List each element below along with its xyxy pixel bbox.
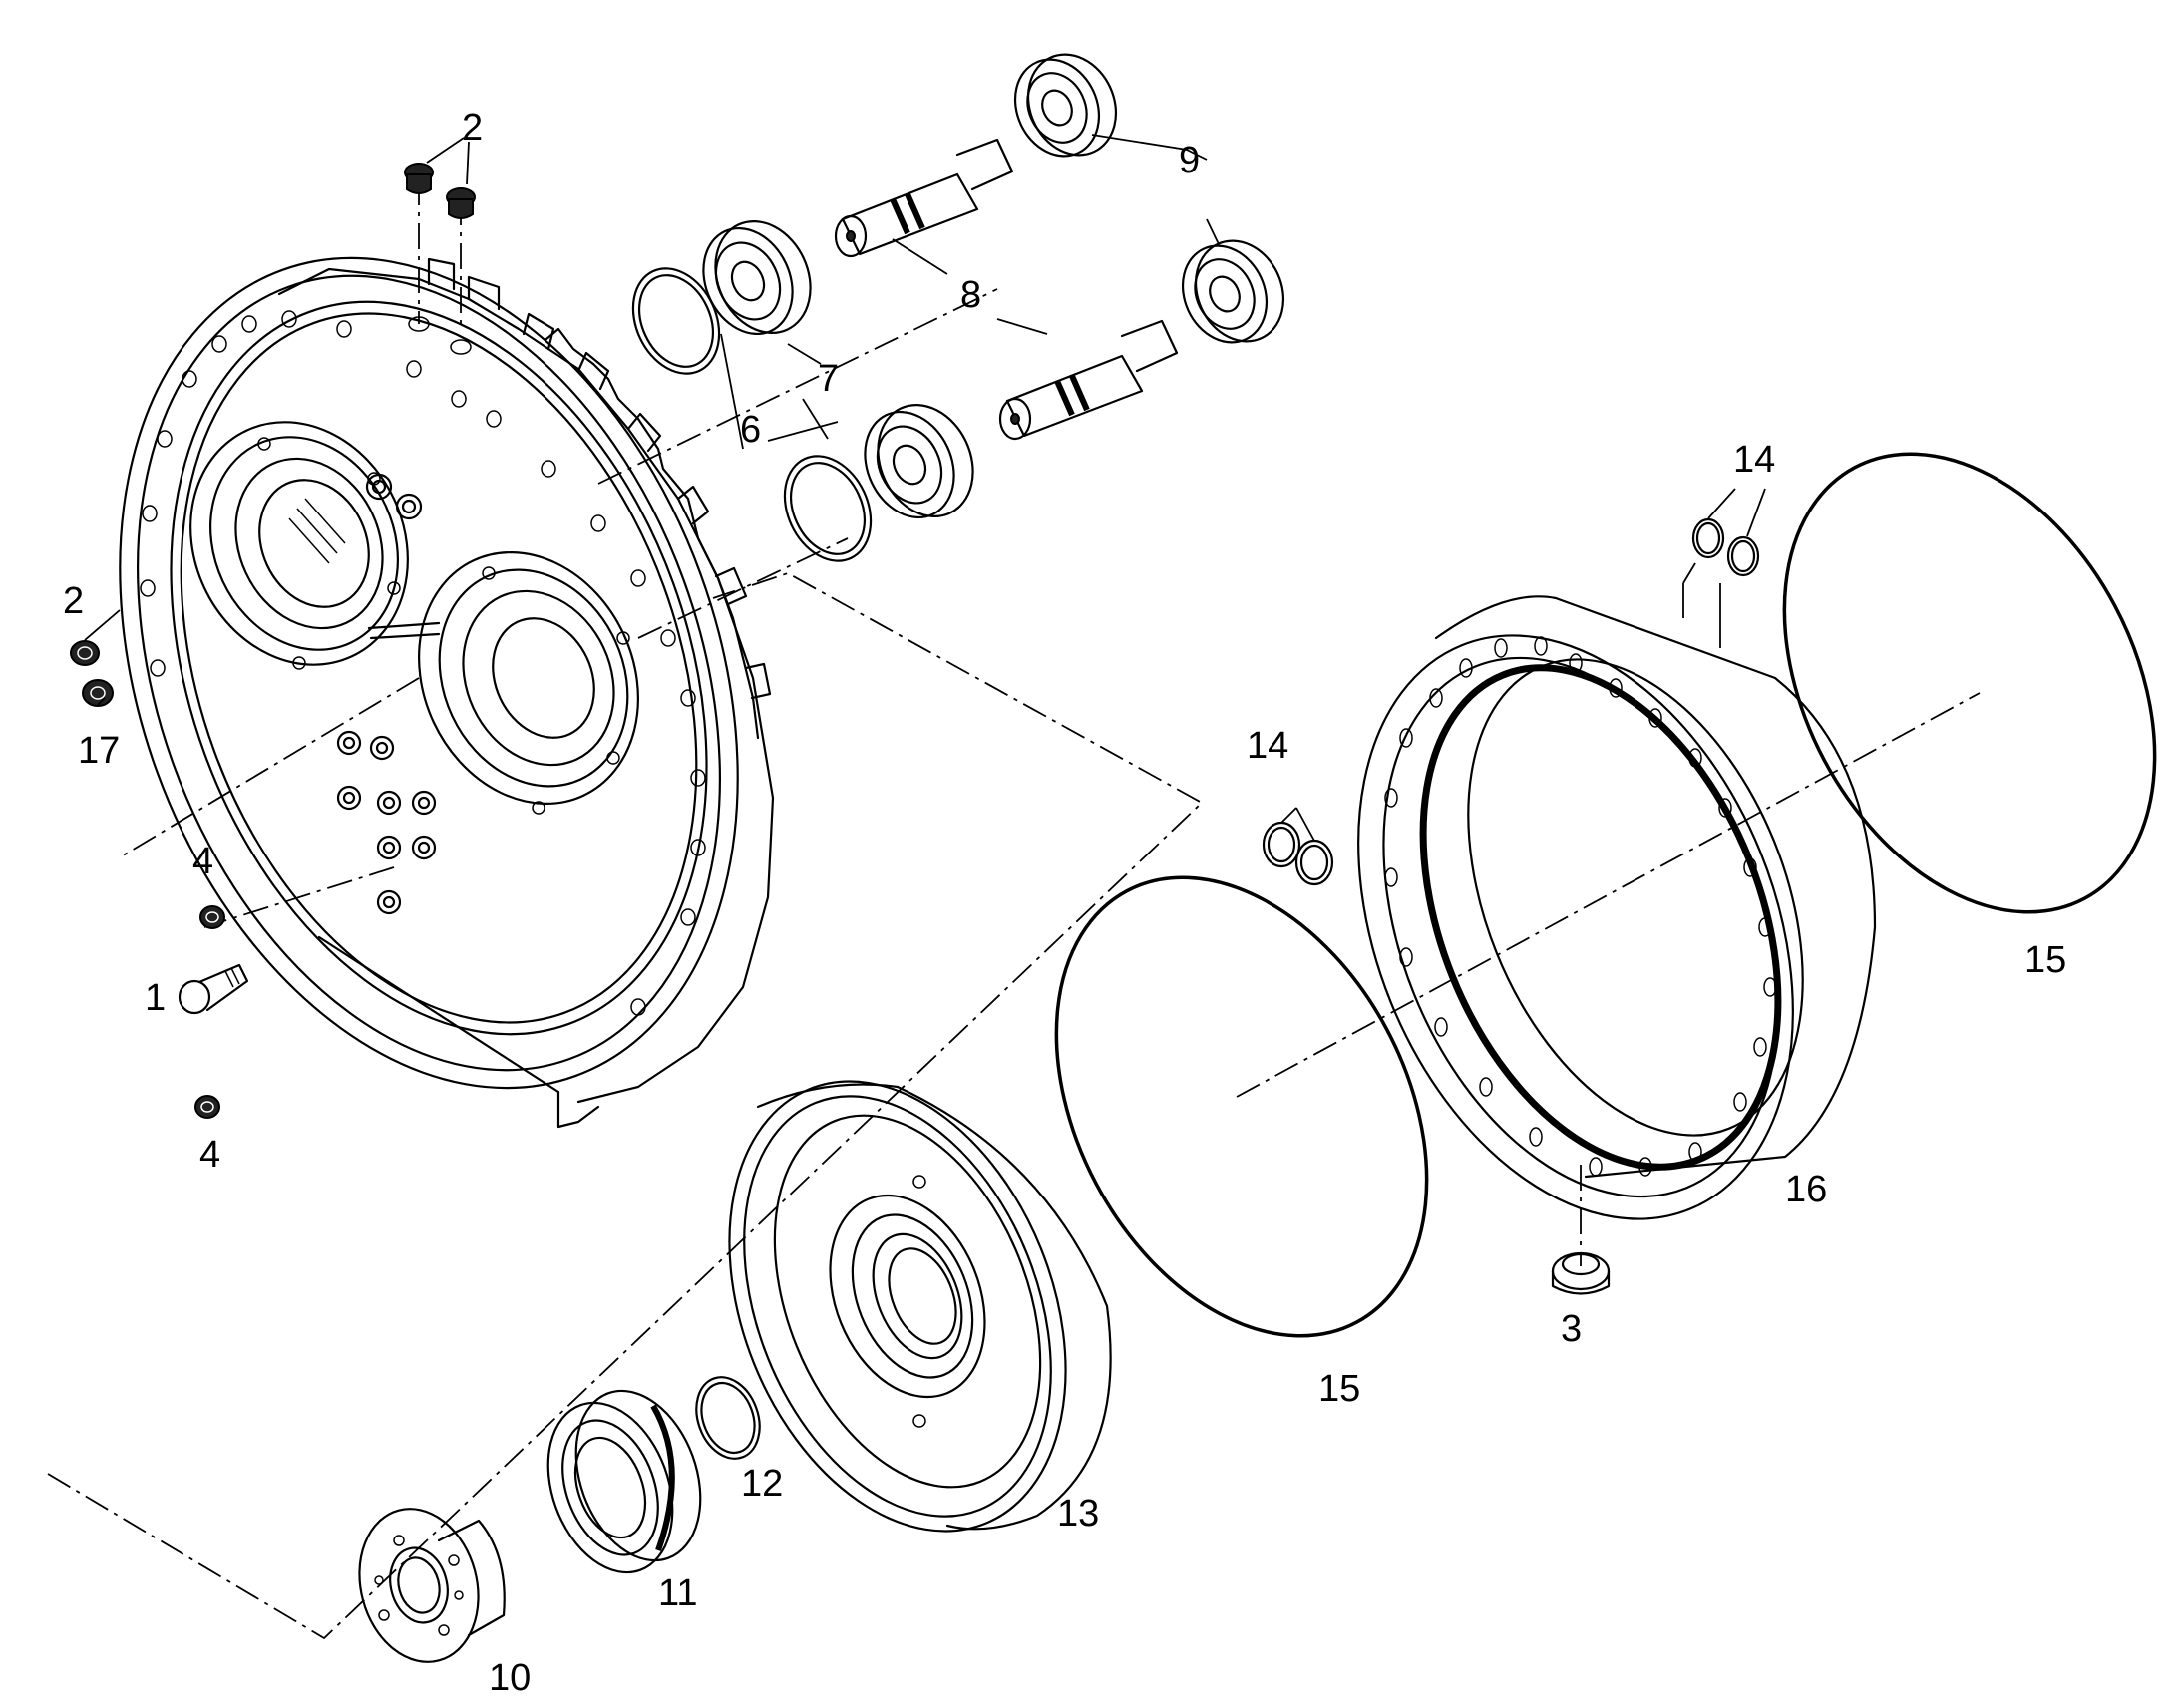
callout-11: 11 [658,1572,697,1614]
callout-7: 7 [818,358,839,400]
callout-10: 10 [489,1657,531,1699]
center-lines [47,179,1981,1640]
shaft-8-upper [834,138,1014,258]
bearing-7-lower [864,403,974,519]
callout-8: 8 [960,274,981,316]
o-ring-guide-upper [1682,562,1696,618]
leader-lines [84,134,1766,842]
callout-1: 1 [145,977,166,1019]
flange-10 [358,1508,506,1663]
plug-3 [1551,1251,1611,1295]
plug-2-side [70,640,100,666]
shaft-8-lower [998,319,1179,441]
snap-ring-6-upper [631,267,721,375]
o-ring-15-right [1782,452,2157,914]
callout-2-top: 2 [462,107,483,149]
callout-3: 3 [1561,1308,1582,1350]
callout-6: 6 [740,409,761,451]
callout-9: 9 [1179,140,1200,181]
callout-labels: 2 2 17 4 1 4 9 8 7 6 14 14 15 15 16 3 13… [63,107,2066,1699]
plug-2-top-left [404,163,434,194]
plug-2-top-right [446,187,476,219]
callout-17: 17 [78,730,120,772]
cover-13 [728,1080,1112,1533]
callout-14-upper: 14 [1733,439,1775,481]
ring-gear-16 [1357,595,1877,1220]
callout-4-bottom: 4 [199,1134,220,1176]
callout-2-side: 2 [63,580,84,622]
bearing-9-lower [1181,239,1285,344]
bolt-1 [178,963,249,1015]
callout-13: 13 [1057,1493,1099,1535]
plug-17 [82,679,114,707]
bearing-11 [546,1389,702,1574]
callout-15-right: 15 [2024,939,2066,981]
o-rings-14-lower [1262,821,1334,886]
callout-14-lower: 14 [1247,725,1288,767]
callout-4-top: 4 [192,841,213,882]
plug-4-bottom [194,1095,220,1119]
bearing-9-upper [1013,53,1118,158]
snap-ring-12 [695,1376,761,1460]
callout-16: 16 [1785,1169,1827,1210]
gear-housing [119,256,775,1129]
plug-4-top [199,905,225,929]
o-rings-14-upper [1691,517,1760,577]
o-ring-15-middle [1054,875,1429,1338]
callout-15-middle: 15 [1318,1368,1360,1410]
snap-ring-6-lower [783,455,873,562]
bearing-7-upper [702,219,812,336]
callout-12: 12 [741,1463,783,1505]
